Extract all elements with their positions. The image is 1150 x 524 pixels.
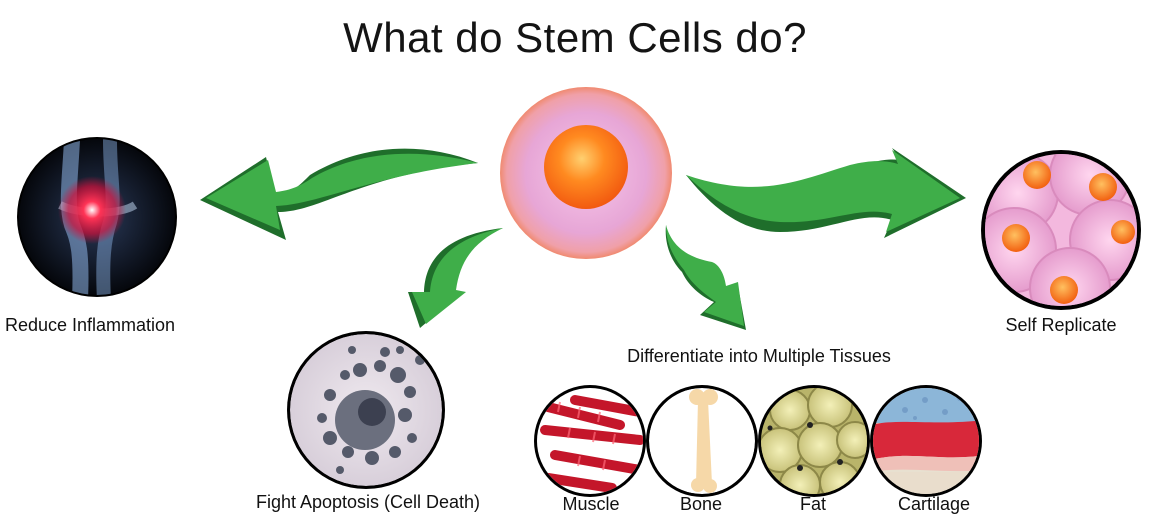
bone-label: Bone [679,494,723,514]
cartilage-icon [870,385,982,497]
fat-cells-icon [758,385,870,497]
self-replicate-label: Self Replicate [1005,315,1117,335]
page-title: What do Stem Cells do? [343,14,807,61]
fight-apoptosis-label: Fight Apoptosis (Cell Death) [255,492,481,512]
arrow-to-self-replicate [686,148,966,238]
stem-cell-icon [500,87,672,259]
apoptotic-cell-icon [287,331,445,489]
arrow-to-reduce-inflammation [200,148,478,240]
muscle-label: Muscle [562,494,620,514]
cartilage-label: Cartilage [897,494,971,514]
arrow-to-differentiate [665,225,746,330]
bone-icon [646,385,758,497]
differentiate-label: Differentiate into Multiple Tissues [627,346,891,366]
replicating-cells-icon [981,150,1141,310]
inflamed-knee-icon [17,137,177,297]
muscle-fibers-icon [534,385,646,497]
fat-label: Fat [799,494,827,514]
reduce-inflammation-label: Reduce Inflammation [4,315,176,335]
arrow-to-fight-apoptosis [408,228,503,328]
